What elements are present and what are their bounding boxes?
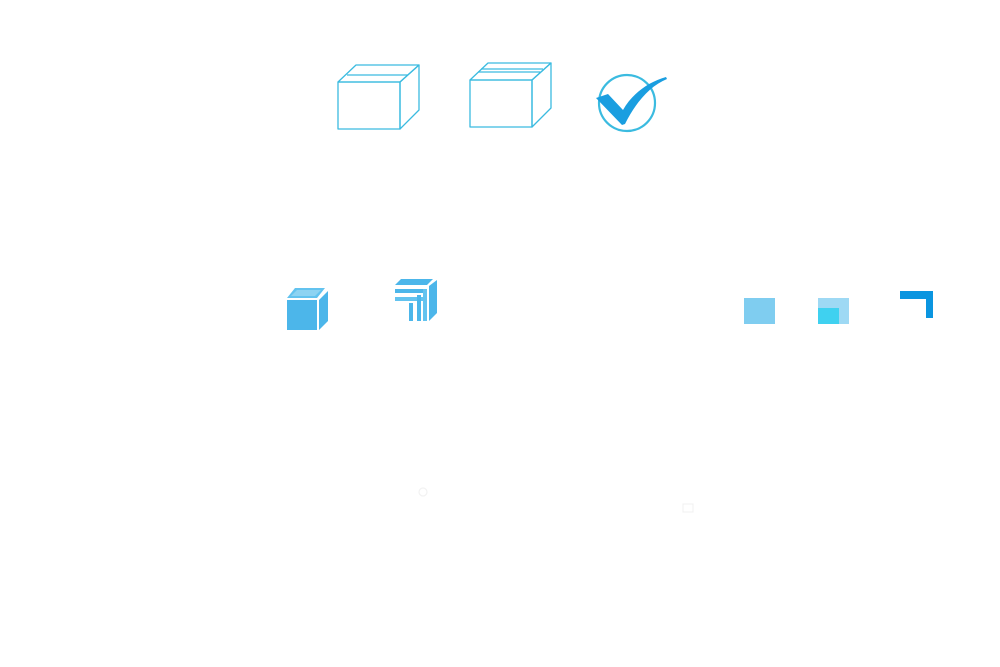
faint-mark-icon: [417, 486, 429, 498]
box-stack-icon: [393, 277, 439, 323]
square-two-tone-icon: [818, 298, 849, 324]
check-circle-icon: [594, 72, 668, 134]
corner-bracket-icon: [900, 291, 933, 318]
box-outline-icon: [336, 62, 422, 132]
faint-mark-icon: [681, 502, 695, 514]
box-solid-icon: [285, 286, 331, 332]
square-light-icon: [744, 298, 775, 324]
box-outline-taped-icon: [468, 60, 554, 130]
